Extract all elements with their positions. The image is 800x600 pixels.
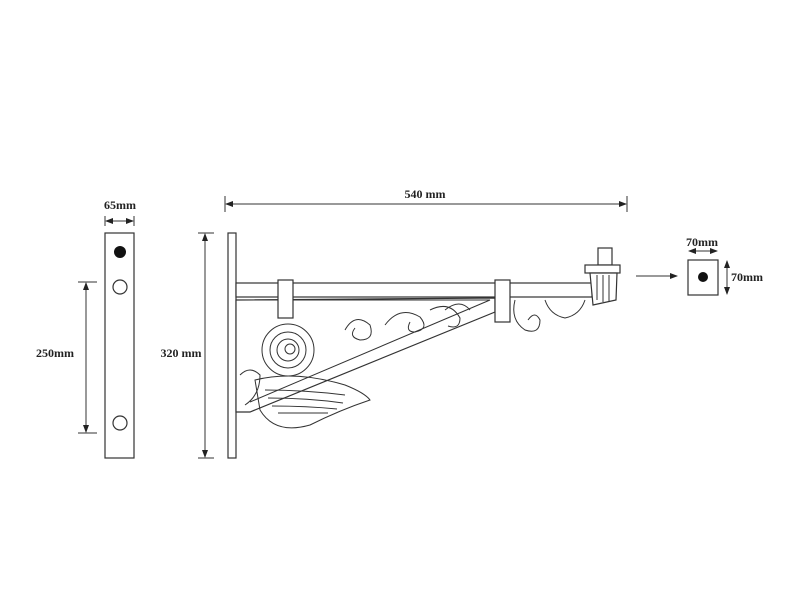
collar-right	[494, 279, 511, 323]
fitting-top-view: 70mm 70mm	[686, 235, 763, 296]
fitting-height-label: 70mm	[731, 270, 763, 284]
hole-spacing-label: 250mm	[36, 346, 74, 360]
bracket-side-view	[227, 232, 621, 459]
mounting-plate-view: 65mm 250mm	[36, 198, 136, 459]
collar-left	[277, 279, 294, 319]
filled-hole	[114, 246, 126, 258]
height-label: 320 mm	[161, 346, 202, 360]
fitting-hole	[698, 272, 708, 282]
scrollwork-ornament	[239, 299, 586, 429]
diagonal-brace	[235, 297, 496, 413]
mounting-hole-top	[112, 279, 128, 295]
mounting-hole-bottom	[112, 415, 128, 431]
wall-plate	[227, 232, 237, 459]
fitting-width-label: 70mm	[686, 235, 718, 249]
plate-width-label: 65mm	[104, 198, 136, 212]
lamp-fitting	[584, 247, 621, 306]
length-label: 540 mm	[405, 187, 446, 201]
